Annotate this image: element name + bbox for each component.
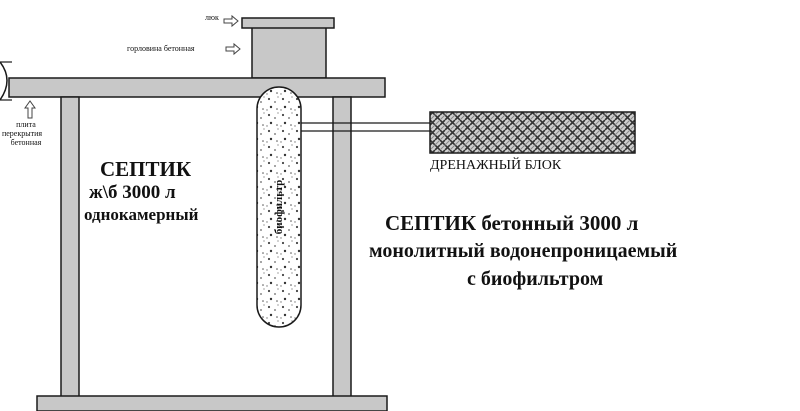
left-wall bbox=[60, 96, 80, 398]
concrete-neck bbox=[251, 26, 327, 79]
right-title-line-1: СЕПТИК бетонный 3000 л bbox=[385, 211, 639, 235]
hatch-label: люк bbox=[205, 13, 219, 22]
slab-label-line-2: перекрытия bbox=[1, 129, 43, 138]
drain-block bbox=[429, 111, 636, 154]
slab-arrow-icon bbox=[24, 100, 36, 119]
drain-block-label: ДРЕНАЖНЫЙ БЛОК bbox=[430, 158, 562, 173]
neck-arrow-icon bbox=[225, 42, 241, 56]
biofilter-label: биофильтр bbox=[273, 179, 285, 235]
hatch-lid bbox=[241, 17, 335, 29]
bottom-slab bbox=[36, 395, 388, 411]
neck-label: горловина бетонная bbox=[127, 44, 195, 53]
top-slab bbox=[8, 77, 386, 98]
slab-label: плита перекрытия бетонная bbox=[2, 120, 43, 147]
left-title-line-1: СЕПТИК bbox=[100, 157, 192, 181]
slab-label-line-3: бетонная bbox=[10, 138, 42, 147]
hatch-arrow-icon bbox=[223, 14, 239, 28]
right-wall bbox=[332, 96, 352, 398]
inlet-pipe bbox=[0, 61, 8, 101]
left-title-line-2: ж\б 3000 л bbox=[89, 182, 176, 203]
right-title-line-2: монолитный водонепроницаемый bbox=[369, 240, 678, 262]
biofilter-capsule bbox=[256, 86, 302, 328]
slab-label-line-1: плита bbox=[16, 120, 36, 129]
left-title-line-3: однокамерный bbox=[84, 205, 199, 224]
right-title-line-3: с биофильтром bbox=[467, 268, 604, 290]
